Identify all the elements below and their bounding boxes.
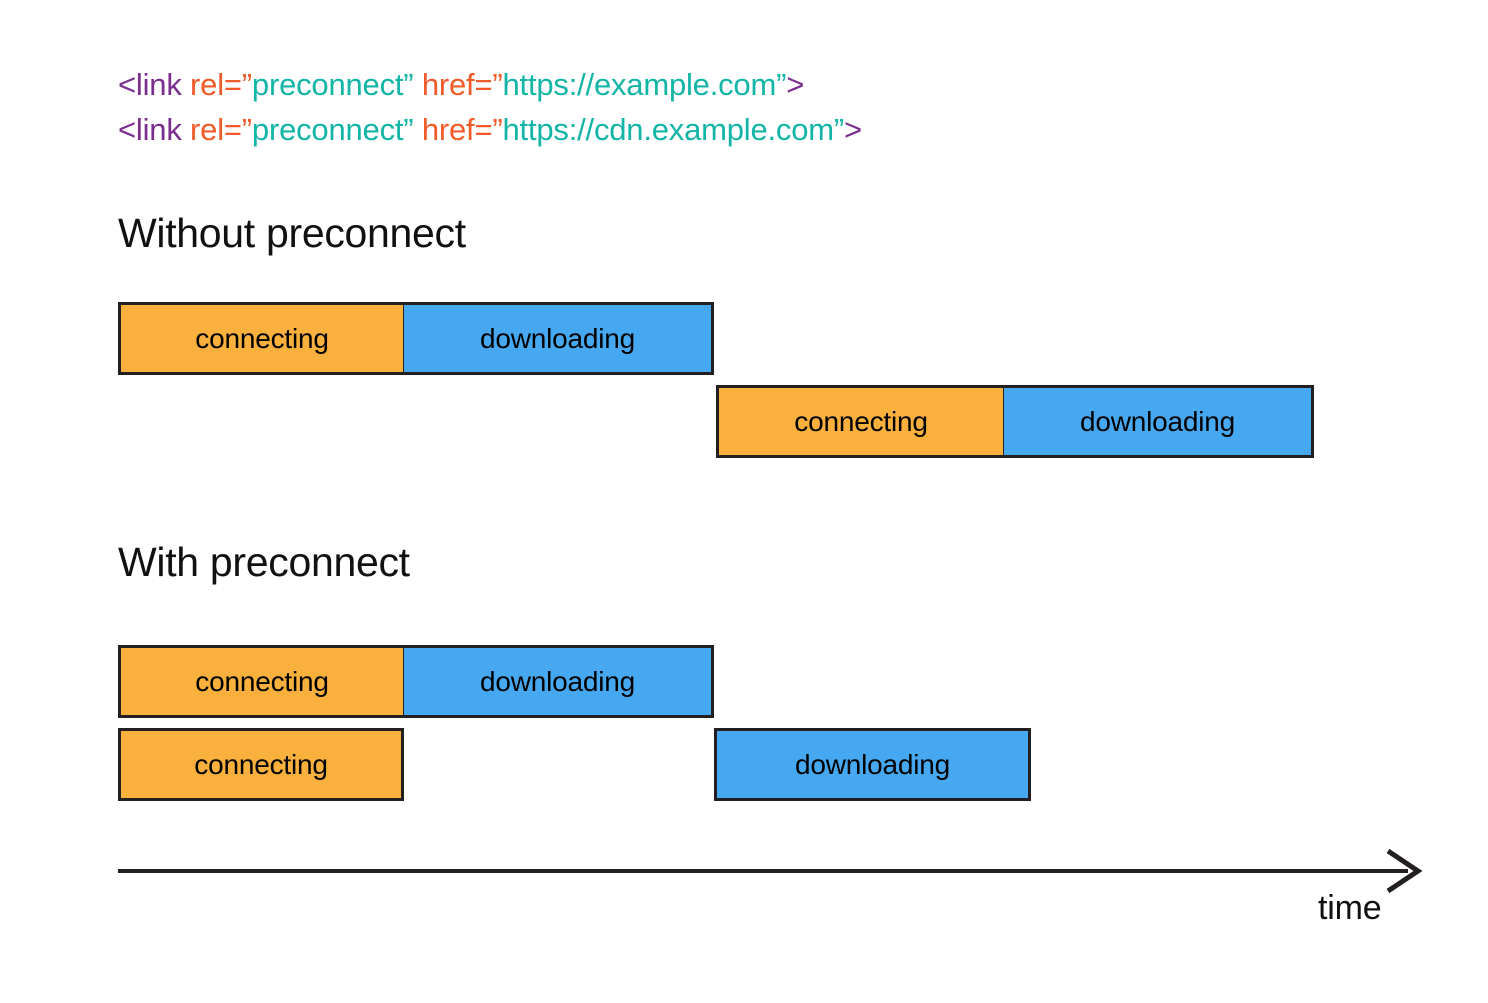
code-token-attr-rel: rel=” bbox=[181, 112, 252, 147]
section-heading-without-preconnect: Without preconnect bbox=[118, 210, 466, 256]
code-token-attr-href: href=” bbox=[413, 112, 503, 147]
code-token-tag-open: <link bbox=[118, 112, 182, 147]
bar-segment-connecting: connecting bbox=[118, 302, 404, 375]
bar-segment-downloading: downloading bbox=[403, 645, 714, 718]
code-token-value-rel: preconnect” bbox=[251, 67, 414, 102]
code-token-tag-open: <link bbox=[118, 67, 182, 102]
bar-segment-downloading: downloading bbox=[403, 302, 714, 375]
code-token-attr-rel: rel=” bbox=[181, 67, 252, 102]
code-token-tag-close: > bbox=[786, 67, 805, 102]
code-token-value-href: https://example.com” bbox=[502, 67, 787, 102]
bar-segment-downloading: downloading bbox=[714, 728, 1031, 801]
code-token-attr-href: href=” bbox=[413, 67, 503, 102]
time-axis-arrow bbox=[118, 848, 1423, 894]
code-token-value-rel: preconnect” bbox=[251, 112, 414, 147]
code-line-2: <link rel=”preconnect” href=”https://cdn… bbox=[118, 107, 862, 152]
bar-segment-connecting: connecting bbox=[716, 385, 1004, 458]
section-heading-with-preconnect: With preconnect bbox=[118, 539, 410, 585]
code-token-value-href: https://cdn.example.com” bbox=[502, 112, 845, 147]
bar-segment-connecting: connecting bbox=[118, 728, 404, 801]
code-snippet: <link rel=”preconnect” href=”https://exa… bbox=[118, 62, 862, 152]
time-axis-label: time bbox=[1318, 889, 1382, 927]
bar-segment-downloading: downloading bbox=[1003, 385, 1314, 458]
code-token-tag-close: > bbox=[844, 112, 862, 147]
bar-segment-connecting: connecting bbox=[118, 645, 404, 718]
code-line-1: <link rel=”preconnect” href=”https://exa… bbox=[118, 62, 862, 107]
